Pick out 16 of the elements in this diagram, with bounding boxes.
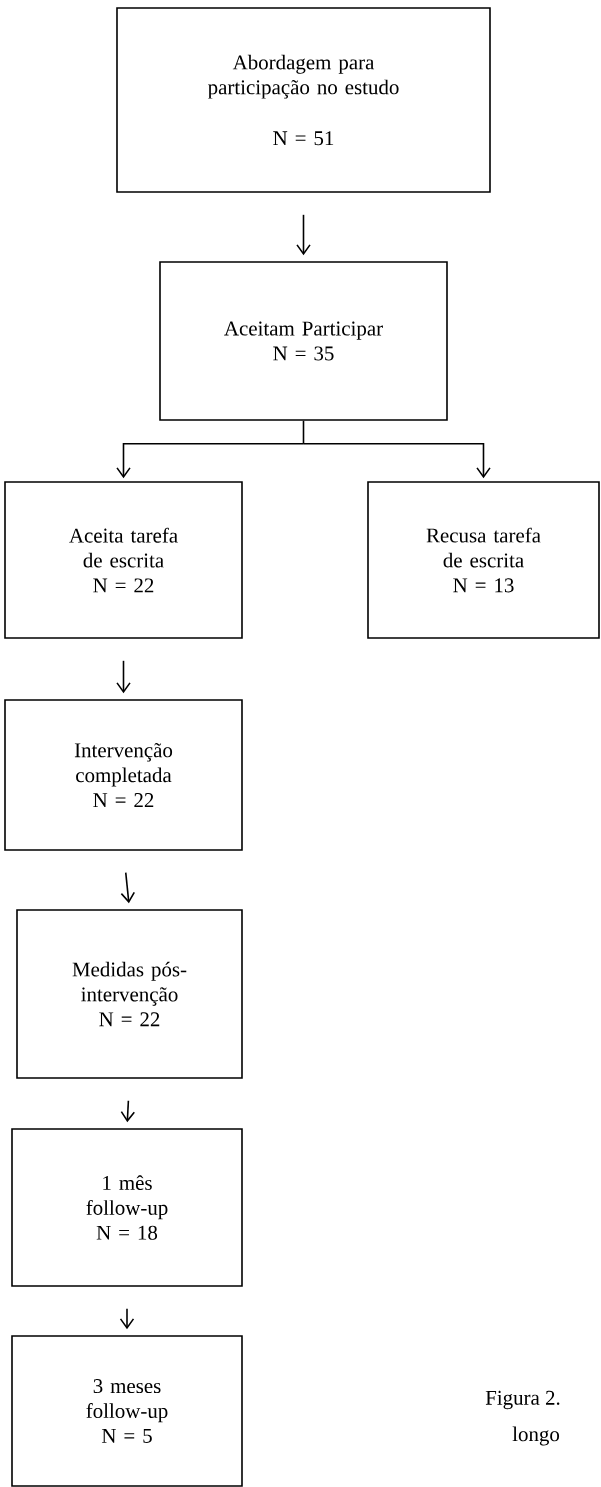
- process-box: Recusa tarefa de escrita N = 13: [367, 481, 600, 639]
- arrow: [116, 660, 131, 694]
- arrow: [119, 1308, 135, 1330]
- arrow: [120, 1100, 136, 1123]
- process-box: Aceitam Participar N = 35: [159, 261, 448, 421]
- arrow: [296, 214, 311, 256]
- caption-text: Figura 2.: [485, 1390, 560, 1410]
- process-box: Aceita tarefa de escrita N = 22: [4, 481, 243, 639]
- process-box: 3 meses follow-up N = 5: [11, 1335, 243, 1487]
- process-box: Abordagem para participação no estudo N = 51: [116, 7, 491, 193]
- caption-text: longo: [512, 1426, 560, 1446]
- arrow: [116, 420, 491, 479]
- process-box: Intervenção completada N = 22: [4, 699, 243, 851]
- process-box: Medidas pós-intervenção N = 22: [16, 909, 243, 1079]
- arrow: [120, 871, 136, 904]
- process-box: 1 mês follow-up N = 18: [11, 1128, 243, 1287]
